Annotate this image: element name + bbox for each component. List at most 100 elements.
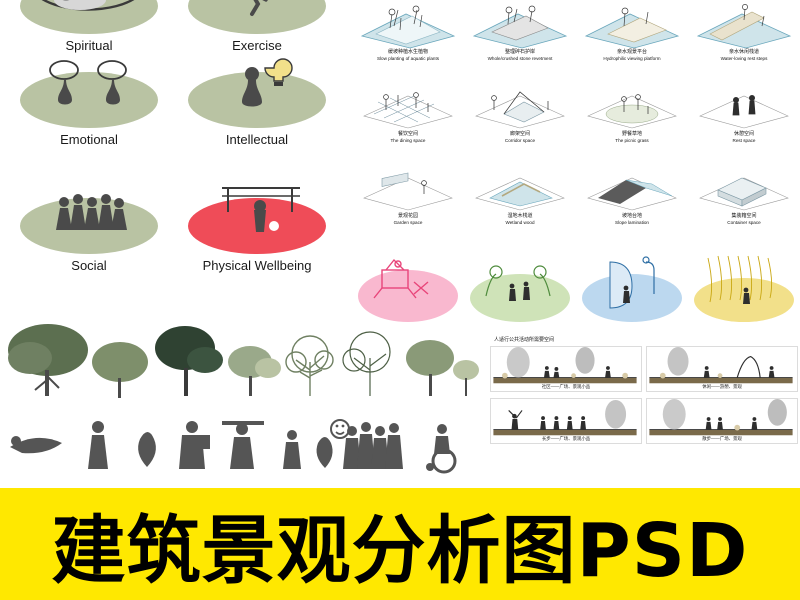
section-illustration bbox=[493, 347, 637, 384]
axonometric-cell: 亲水休闲栈道 Water-loving rest steps bbox=[688, 0, 800, 76]
wellbeing-item-intellectual: Intellectual bbox=[172, 58, 342, 152]
axonometric-label-cn: 廊架空间 bbox=[509, 131, 530, 137]
lightbulb-figure-icon bbox=[242, 58, 293, 107]
axonometric-cell: 集装箱空间 Container space bbox=[688, 158, 800, 240]
axonometric-label-cn: 景观花园 bbox=[397, 213, 418, 219]
activity-blob-cell bbox=[576, 248, 688, 326]
axonometric-label-cn: 亲水观景平台 bbox=[616, 49, 647, 55]
title-banner: 建筑景观分析图PSD bbox=[0, 488, 800, 600]
axonometric-cell: 廊架空间 Corridor space bbox=[464, 76, 576, 158]
picnic-grass-axonometric-icon bbox=[587, 94, 677, 129]
wellbeing-label: Physical Wellbeing bbox=[202, 258, 312, 273]
section-cell: 散步——广场、景观 bbox=[646, 398, 798, 444]
axonometric-cell: 餐饮空间 The dining space bbox=[352, 76, 464, 158]
people-silhouette-row bbox=[10, 419, 457, 474]
slope-lamination-axonometric-icon bbox=[587, 177, 677, 211]
water-activity-blob bbox=[582, 256, 682, 322]
tree-silhouette-row bbox=[8, 324, 479, 398]
section-panel-title: 人适行公共活动所需要空间 bbox=[494, 337, 555, 343]
hammock-icon bbox=[41, 0, 135, 11]
section-cell: 社区——广场、景观小品 bbox=[490, 346, 642, 392]
activity-blob-cell bbox=[688, 248, 800, 326]
axonometric-label-cn: 休憩空间 bbox=[733, 131, 754, 137]
wellbeing-icon-panel: Spiritual Exercise Emotional bbox=[0, 0, 350, 490]
section-caption: 休闲——游憩、景观 bbox=[702, 384, 742, 389]
axonometric-label-cn: 亲水休闲栈道 bbox=[728, 49, 759, 55]
pull-up-bar-icon bbox=[222, 187, 300, 232]
section-caption: 社区——广场、景观小品 bbox=[541, 384, 591, 389]
water-walkway-axonometric-icon bbox=[696, 4, 792, 49]
wellbeing-label: Intellectual bbox=[225, 132, 289, 147]
axonometric-label-en: The dining space bbox=[390, 138, 426, 143]
axonometric-label-cn: 坡地台地 bbox=[621, 213, 642, 219]
banner-divider bbox=[0, 486, 800, 489]
wellbeing-label: Social bbox=[71, 258, 107, 273]
group-figures-icon bbox=[56, 194, 127, 230]
green-activity-blob bbox=[470, 265, 570, 322]
axonometric-cell: 缓坡种植水生植物 Slow planting of aquatic plants bbox=[352, 0, 464, 76]
axonometric-label-cn: 整理碎石护岸 bbox=[504, 49, 535, 55]
axonometric-cell: 野餐草地 The picnic grass bbox=[576, 76, 688, 158]
container-space-axonometric-icon bbox=[699, 177, 789, 211]
axonometric-row: 景观花园 Garden space 湿地木栈道 Wetland wood 坡 bbox=[352, 158, 800, 240]
axonometric-label-cn: 餐饮空间 bbox=[397, 131, 418, 137]
corridor-space-axonometric-icon bbox=[475, 91, 565, 129]
wellbeing-label: Emotional bbox=[60, 132, 118, 147]
axonometric-label-en: Whole/crushed stone revetment bbox=[487, 56, 553, 61]
human-activity-section-panel: 人适行公共活动所需要空间 社区——广场、景观小品 bbox=[490, 336, 800, 486]
section-caption: 散步——广场、景观 bbox=[702, 436, 742, 441]
axonometric-cell: 休憩空间 Rest space bbox=[688, 76, 800, 158]
axonometric-label-en: Water-loving rest steps bbox=[720, 56, 768, 61]
wellbeing-item-spiritual: Spiritual bbox=[4, 0, 174, 58]
aquatic-planting-axonometric-icon bbox=[360, 5, 456, 49]
axonometric-label-en: The picnic grass bbox=[615, 138, 649, 143]
section-illustration bbox=[649, 347, 793, 384]
axonometric-diagram-grid: 缓坡种植水生植物 Slow planting of aquatic plants… bbox=[352, 0, 800, 250]
axonometric-cell: 整理碎石护岸 Whole/crushed stone revetment bbox=[464, 0, 576, 76]
wellbeing-label: Exercise bbox=[232, 38, 282, 53]
axonometric-label-en: Garden space bbox=[393, 220, 423, 225]
two-figures-icon bbox=[49, 60, 127, 105]
axonometric-cell: 景观花园 Garden space bbox=[352, 158, 464, 240]
axonometric-label-en: Slow planting of aquatic plants bbox=[376, 56, 440, 61]
wellbeing-item-social: Social bbox=[4, 194, 174, 278]
stone-revetment-axonometric-icon bbox=[472, 5, 568, 49]
section-illustration bbox=[649, 399, 793, 436]
rest-space-axonometric-icon bbox=[699, 94, 789, 129]
section-illustration bbox=[493, 399, 637, 436]
axonometric-label-en: Slope lamination bbox=[615, 220, 649, 225]
activity-blob-cell bbox=[352, 248, 464, 326]
axonometric-label-en: Rest space bbox=[732, 138, 756, 143]
wellbeing-label: Spiritual bbox=[65, 38, 113, 53]
garden-space-axonometric-icon bbox=[363, 172, 453, 211]
wellbeing-item-emotional: Emotional bbox=[4, 60, 174, 152]
axonometric-cell: 亲水观景平台 Hydrophilic viewing platform bbox=[576, 0, 688, 76]
axonometric-label-cn: 缓坡种植水生植物 bbox=[387, 49, 428, 55]
dining-space-axonometric-icon bbox=[363, 92, 453, 129]
activity-blob-row bbox=[352, 248, 800, 328]
axonometric-label-cn: 湿地木栈道 bbox=[507, 213, 533, 219]
axonometric-label-en: Wetland wood bbox=[505, 220, 535, 225]
activity-blob-cell bbox=[464, 248, 576, 326]
playground-blob bbox=[358, 258, 458, 322]
wellbeing-ellipse bbox=[20, 72, 158, 128]
axonometric-cell: 坡地台地 Slope lamination bbox=[576, 158, 688, 240]
section-cell: 休闲——游憩、景观 bbox=[646, 346, 798, 392]
axonometric-row: 缓坡种植水生植物 Slow planting of aquatic plants… bbox=[352, 0, 800, 76]
axonometric-label-en: Container space bbox=[727, 220, 761, 225]
axonometric-cell: 湿地木栈道 Wetland wood bbox=[464, 158, 576, 240]
wellbeing-item-exercise: Exercise bbox=[172, 0, 342, 58]
banner-title: 建筑景观分析图PSD bbox=[51, 507, 749, 594]
axonometric-row: 餐饮空间 The dining space 廊架空间 Corridor spac… bbox=[352, 76, 800, 158]
wetland-wood-axonometric-icon bbox=[475, 177, 565, 211]
willow-blob bbox=[694, 255, 794, 322]
axonometric-label-en: Hydrophilic viewing platform bbox=[603, 56, 661, 61]
axonometric-label-en: Corridor space bbox=[504, 138, 536, 143]
axonometric-label-cn: 集装箱空间 bbox=[731, 213, 757, 219]
section-cell: 长步——广场、景观小品 bbox=[490, 398, 642, 444]
runner-icon bbox=[250, 0, 268, 16]
viewing-platform-axonometric-icon bbox=[584, 7, 680, 49]
wellbeing-item-physical: Physical Wellbeing bbox=[172, 187, 342, 278]
section-caption: 长步——广场、景观小品 bbox=[541, 436, 591, 441]
